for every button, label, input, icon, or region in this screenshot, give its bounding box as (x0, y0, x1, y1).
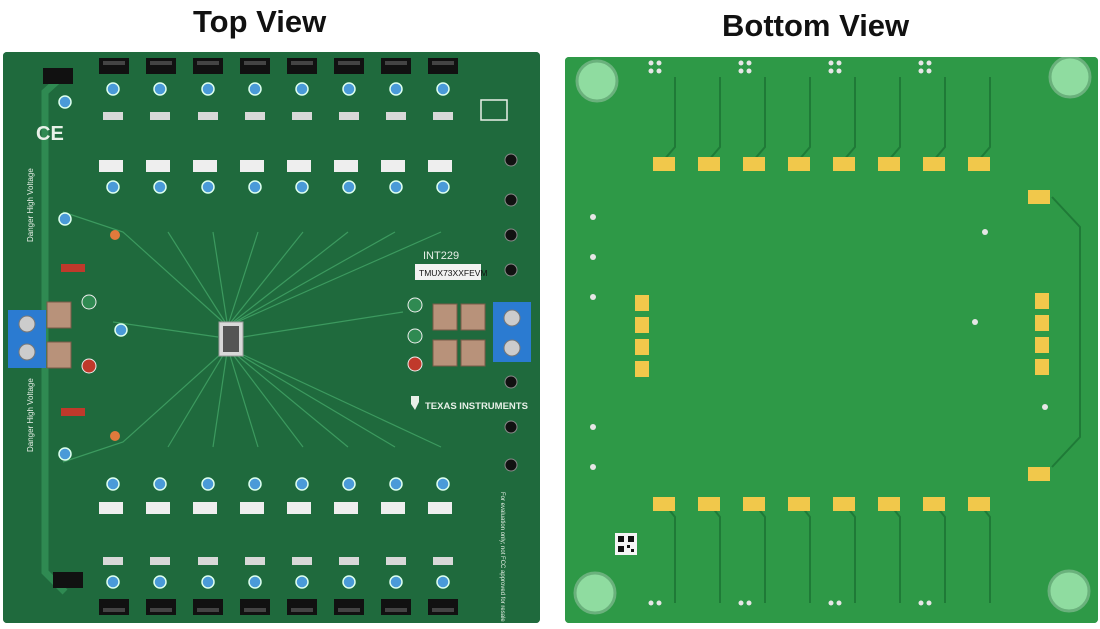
board-label-box (415, 264, 481, 280)
smd-components-bottom (99, 502, 453, 565)
test-point-row-bottom (58, 323, 450, 589)
via-clusters (590, 60, 1048, 606)
gold-pads-top (653, 157, 1050, 204)
corner-header (43, 68, 73, 84)
test-point-row-top (58, 82, 450, 226)
corner-standoffs (573, 57, 1092, 615)
top-header-row (99, 58, 458, 74)
ce-mark: CE (36, 123, 64, 145)
ti-logo-text: TEXAS INSTRUMENTS (425, 401, 528, 412)
left-capacitors (46, 301, 72, 369)
warning-label-top: Danger High Voltage (26, 168, 35, 242)
left-leds (61, 230, 120, 441)
smd-components-top (99, 112, 453, 172)
right-terminal-block (493, 302, 531, 362)
ti-logo-icon (411, 396, 419, 410)
eval-notice: For evaluation only; not FCC approved fo… (499, 492, 505, 622)
right-capacitors (432, 303, 486, 367)
gold-pads-middle (635, 293, 1049, 377)
board-label: TMUX73XXFEVM (419, 268, 488, 278)
bottom-board-graphic (565, 57, 1098, 623)
bottom-view-heading: Bottom View (722, 8, 910, 43)
bottom-header-row (53, 572, 458, 615)
weee-icon (480, 99, 508, 121)
bottom-view-board-photo (565, 57, 1098, 623)
gnd-posts (504, 153, 518, 472)
part-number-label: INT229 (423, 250, 459, 262)
left-terminal-block (8, 310, 46, 368)
top-view-board-photo: CE INT229 TMUX73XXFEVM TEXAS INSTRUMENTS… (3, 52, 540, 623)
right-test-points (407, 297, 423, 372)
gold-pads-bottom (653, 467, 1050, 511)
warning-label-bottom: Danger High Voltage (26, 378, 35, 452)
fanout-traces (62, 211, 442, 463)
top-board-graphic: CE INT229 TMUX73XXFEVM TEXAS INSTRUMENTS… (3, 52, 540, 623)
top-view-heading: Top View (193, 4, 327, 39)
